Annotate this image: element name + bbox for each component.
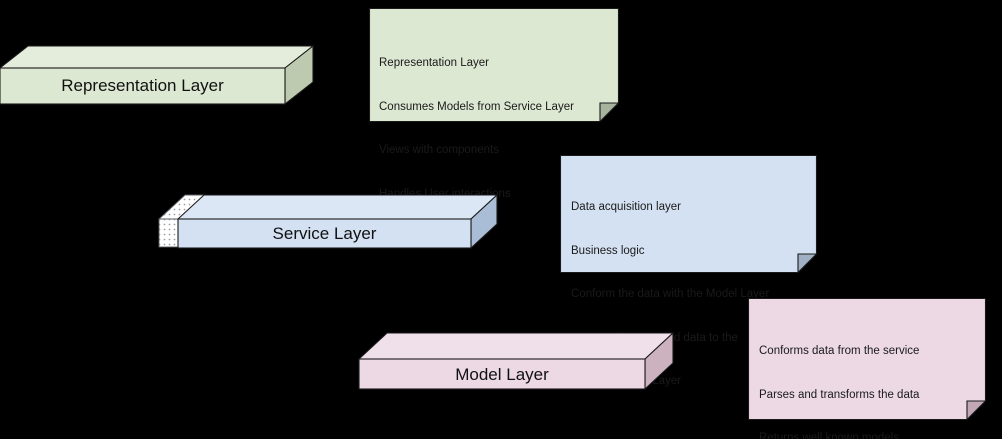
model-layer-note[interactable]: Conforms data from the service Parses an… bbox=[748, 298, 986, 439]
note-line: Conform the data with the Model Layer bbox=[571, 288, 770, 300]
service-note-fold-icon bbox=[797, 253, 817, 273]
representation-layer-top-face bbox=[0, 45, 315, 69]
note-line: Views with components bbox=[379, 144, 499, 156]
service-note-body bbox=[560, 155, 817, 273]
service-layer-stipple-block bbox=[157, 192, 209, 250]
representation-layer-note[interactable]: Representation Layer Consumes Models fro… bbox=[369, 8, 619, 200]
representation-note-body bbox=[369, 8, 619, 122]
service-layer-top-face bbox=[176, 194, 499, 220]
representation-layer-box[interactable]: Representation Layer bbox=[0, 42, 318, 106]
representation-note-fold-icon bbox=[599, 102, 619, 122]
note-line: Returns well known models bbox=[759, 432, 899, 439]
service-layer-note[interactable]: Data acquisition layer Business logic Co… bbox=[560, 155, 817, 387]
model-layer-front-face bbox=[358, 358, 646, 390]
representation-layer-front-face bbox=[0, 67, 286, 105]
model-layer-box[interactable]: Model Layer bbox=[356, 330, 678, 392]
model-note-fold-icon bbox=[966, 400, 986, 420]
service-layer-box[interactable]: Service Layer bbox=[176, 192, 502, 250]
model-note-body bbox=[748, 298, 986, 420]
model-layer-top-face bbox=[357, 332, 675, 360]
service-layer-front-face bbox=[177, 218, 472, 249]
